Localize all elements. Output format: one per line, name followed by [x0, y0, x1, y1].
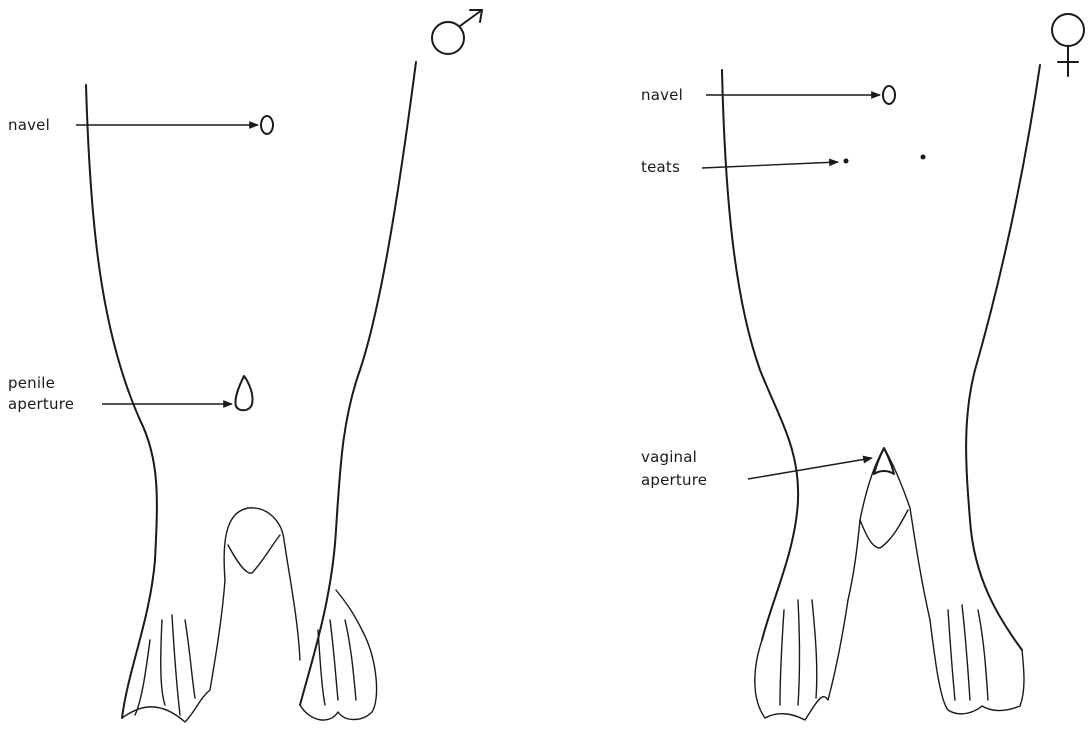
female-tail-base — [848, 448, 930, 620]
female-body-right-outline — [966, 65, 1040, 650]
female-teat-left-mark — [844, 159, 849, 164]
female-teat-right-mark — [921, 155, 926, 160]
male-penile-aperture-mark — [235, 376, 252, 410]
female-figure: navel teats vaginal aperture — [641, 14, 1084, 720]
male-body-right-outline — [300, 62, 416, 705]
female-teats-leader — [702, 162, 838, 168]
male-figure: navel penile aperture — [8, 10, 482, 722]
female-navel-label: navel — [641, 86, 683, 104]
female-vaginal-label-line2: aperture — [641, 471, 707, 489]
male-tail-base — [224, 508, 300, 660]
male-body-left-outline — [86, 85, 157, 718]
male-penile-label-line1: penile — [8, 374, 55, 392]
male-navel-mark — [261, 116, 273, 134]
female-vaginal-leader — [748, 458, 872, 479]
female-symbol-icon — [1052, 14, 1084, 76]
male-navel-label: navel — [8, 116, 50, 134]
female-body-left-outline — [722, 70, 798, 640]
female-navel-mark — [883, 86, 895, 104]
male-symbol-icon — [432, 10, 482, 54]
female-vaginal-label-line1: vaginal — [641, 448, 697, 466]
female-teats-label: teats — [641, 158, 680, 176]
male-penile-label-line2: aperture — [8, 395, 74, 413]
